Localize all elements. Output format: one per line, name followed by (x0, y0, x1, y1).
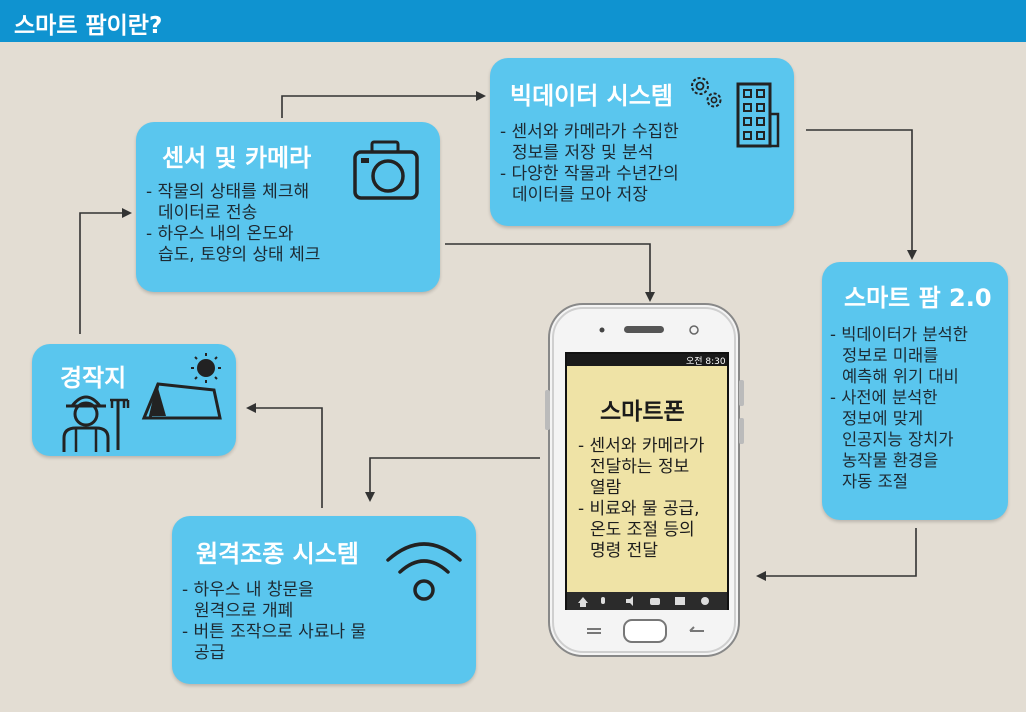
field-box: 경작지 (32, 344, 236, 456)
greenhouse-icon (141, 353, 222, 420)
arrow-field-to-sensor (79, 208, 132, 334)
wifi-icon (386, 542, 462, 601)
header-bar: 스마트 팜이란? (0, 0, 1026, 42)
smartfarm-line: 인공지능 장치가 (842, 430, 954, 449)
sensor-line: - 하우스 내의 온도와 (146, 224, 294, 244)
bigdata-line: - 다양한 작물과 수년간의 (500, 164, 679, 184)
phone-status-time: 오전 8:30 (686, 357, 726, 367)
smartfarm-line: 정보에 맞게 (842, 409, 924, 428)
arrow-sensor-to-phone (445, 243, 655, 302)
smartfarm-line: 자동 조절 (842, 472, 908, 491)
arrow-bigdata-to-smartfarm (806, 129, 917, 260)
phone-screen-description: - 센서와 카메라가 전달하는 정보 열람 - 비료와 물 공급, 온도 조절 … (578, 436, 704, 562)
smartfarm-line: - 사전에 분석한 (830, 388, 938, 407)
building-icon (736, 82, 780, 148)
arrow-remote-to-field (246, 403, 323, 508)
arrow-smartfarm-to-phone (756, 528, 917, 581)
sensor-camera-box: 센서 및 카메라 - 작물의 상태를 체크해 데이터로 전송 - 하우스 내의 … (136, 122, 440, 292)
page-title: 스마트 팜이란? (14, 13, 163, 39)
smartfarm-line: 정보로 미래를 (842, 346, 939, 365)
sensor-line: 데이터로 전송 (158, 203, 258, 223)
phone-line: 온도 조절 등의 (590, 520, 695, 540)
bigdata-description: - 센서와 카메라가 수집한 정보를 저장 및 분석 - 다양한 작물과 수년간… (500, 122, 679, 206)
sensor-camera-description: - 작물의 상태를 체크해 데이터로 전송 - 하우스 내의 온도와 습도, 토… (146, 182, 320, 266)
phone-line: 명령 전달 (590, 541, 658, 561)
remote-line: - 버튼 조작으로 사료나 물 (182, 622, 367, 642)
sensor-line: 습도, 토양의 상태 체크 (158, 245, 321, 265)
bigdata-line: - 센서와 카메라가 수집한 (500, 122, 679, 142)
gears-icon (691, 77, 722, 108)
bigdata-title: 빅데이터 시스템 (510, 82, 673, 110)
remote-line: - 하우스 내 창문을 (182, 580, 314, 600)
smartfarm-line: 농작물 환경을 (842, 451, 939, 470)
phone-line: 전달하는 정보 (590, 457, 690, 477)
remote-line: 공급 (194, 643, 226, 663)
phone-line: - 비료와 물 공급, (578, 499, 700, 519)
arrow-phone-to-remote (365, 457, 540, 502)
smartfarm-line: 예측해 위기 대비 (842, 367, 959, 386)
remote-control-title: 원격조종 시스템 (196, 540, 359, 568)
remote-control-box: 원격조종 시스템 - 하우스 내 창문을 원격으로 개폐 - 버튼 조작으로 사… (172, 516, 476, 684)
smartfarm-box: 스마트 팜 2.0 - 빅데이터가 분석한 정보로 미래를 예측해 위기 대비 … (822, 262, 1008, 520)
smartfarm-line: - 빅데이터가 분석한 (830, 325, 968, 344)
camera-icon (353, 140, 419, 200)
remote-line: 원격으로 개폐 (194, 601, 294, 621)
field-title: 경작지 (60, 364, 127, 392)
smartfarm-description: - 빅데이터가 분석한 정보로 미래를 예측해 위기 대비 - 사전에 분석한 … (830, 324, 968, 492)
farmer-icon (62, 395, 130, 452)
bigdata-box: 빅데이터 시스템 - 센서와 카메라가 수집한 정보를 저장 및 분석 - 다양… (490, 58, 794, 226)
phone-line: - 센서와 카메라가 (578, 436, 705, 456)
bigdata-line: 정보를 저장 및 분석 (512, 143, 654, 163)
arrow-sensor-to-bigdata (281, 91, 486, 118)
sensor-camera-title: 센서 및 카메라 (162, 144, 312, 172)
smartfarm-title: 스마트 팜 2.0 (844, 284, 992, 312)
sensor-line: - 작물의 상태를 체크해 (146, 182, 310, 202)
phone-line: 열람 (590, 478, 622, 498)
phone-screen-title: 스마트폰 (600, 399, 685, 425)
bigdata-line: 데이터를 모아 저장 (512, 185, 648, 205)
remote-control-description: - 하우스 내 창문을 원격으로 개폐 - 버튼 조작으로 사료나 물 공급 (182, 580, 366, 664)
